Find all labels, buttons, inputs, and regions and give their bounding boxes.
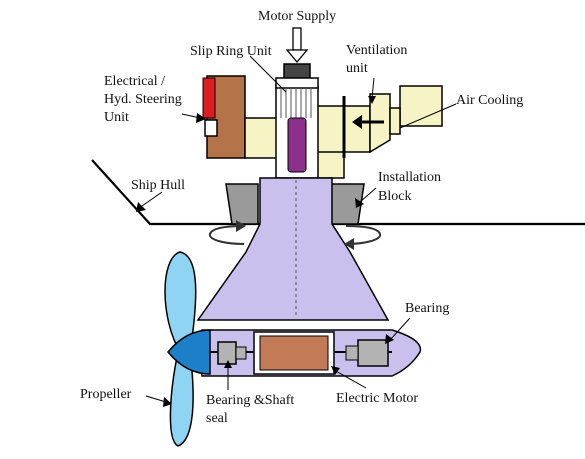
electric-motor-rotor xyxy=(259,335,329,371)
label-slip-ring-unit: Slip Ring Unit xyxy=(190,44,272,59)
label-electrical-line2: Hyd. Steering xyxy=(104,92,182,107)
label-installation-block-line1: Installation xyxy=(378,170,441,185)
slip-ring-brushes xyxy=(280,88,312,118)
propeller-blade-lower xyxy=(169,351,194,447)
propeller-hub xyxy=(167,329,211,375)
leader-bearing-head xyxy=(385,334,394,344)
bearing-block-right xyxy=(357,339,389,367)
leader-ship-hull-head xyxy=(136,202,146,212)
label-electric-motor: Electric Motor xyxy=(336,391,418,406)
leader-ventilation-head xyxy=(368,96,376,104)
leader-propeller xyxy=(145,395,167,403)
label-bearing-shaft-seal-line1: Bearing &Shaft xyxy=(206,393,294,408)
leader-installation-block-head xyxy=(355,198,364,208)
leader-steering-head xyxy=(196,113,206,123)
label-installation-block-line2: Block xyxy=(378,189,411,204)
leader-electric-motor xyxy=(333,369,367,389)
bearing-shaft-seal-block xyxy=(217,341,237,365)
motor-supply-arrow-shaft xyxy=(292,27,302,51)
slip-ring-top-plate xyxy=(275,77,319,89)
leader-electric-motor-head xyxy=(331,366,340,375)
pod-strut xyxy=(196,177,390,321)
label-bearing-shaft-seal-line2: seal xyxy=(206,411,228,426)
ship-hull-line xyxy=(91,159,585,226)
label-ventilation-unit-line1: Ventilation xyxy=(346,43,407,58)
label-ventilation-unit-line2: unit xyxy=(346,61,368,76)
leader-ventilation xyxy=(371,77,375,99)
airflow-arrow-head xyxy=(352,115,362,129)
installation-block-left xyxy=(225,183,259,225)
air-cooling-plate xyxy=(389,107,401,135)
leader-bearing-shaft-seal-head xyxy=(224,360,232,368)
label-electrical-line3: Unit xyxy=(104,110,129,125)
bearing-shaft-seal-small xyxy=(235,346,247,360)
leader-bearing xyxy=(389,317,411,341)
steering-unit-connector xyxy=(204,119,218,137)
label-air-cooling: Air Cooling xyxy=(456,93,523,108)
rotation-arrow-left-head xyxy=(236,220,246,232)
rotation-arrow-right xyxy=(345,225,382,245)
rotation-arrow-left xyxy=(208,225,245,245)
label-electrical-line1: Electrical / xyxy=(104,74,165,89)
leader-propeller-head xyxy=(163,397,172,407)
leader-ship-hull xyxy=(141,191,163,207)
leader-installation-block xyxy=(359,187,377,203)
label-ship-hull: Ship Hull xyxy=(131,178,185,193)
rotation-arrow-right-head xyxy=(344,238,354,250)
label-motor-supply: Motor Supply xyxy=(258,9,336,24)
motor-supply-arrow-head xyxy=(285,49,309,64)
air-cooling-unit xyxy=(399,85,443,127)
slip-ring-core xyxy=(287,117,307,173)
propeller-blade-upper xyxy=(164,251,197,353)
leader-slip-ring xyxy=(249,55,287,93)
label-bearing: Bearing xyxy=(405,301,449,316)
bearing-small-right xyxy=(345,345,359,361)
steering-unit-indicator xyxy=(202,77,216,119)
cooling-duct-left xyxy=(244,117,278,159)
leader-air-cooling xyxy=(399,103,457,129)
label-propeller: Propeller xyxy=(80,387,132,402)
